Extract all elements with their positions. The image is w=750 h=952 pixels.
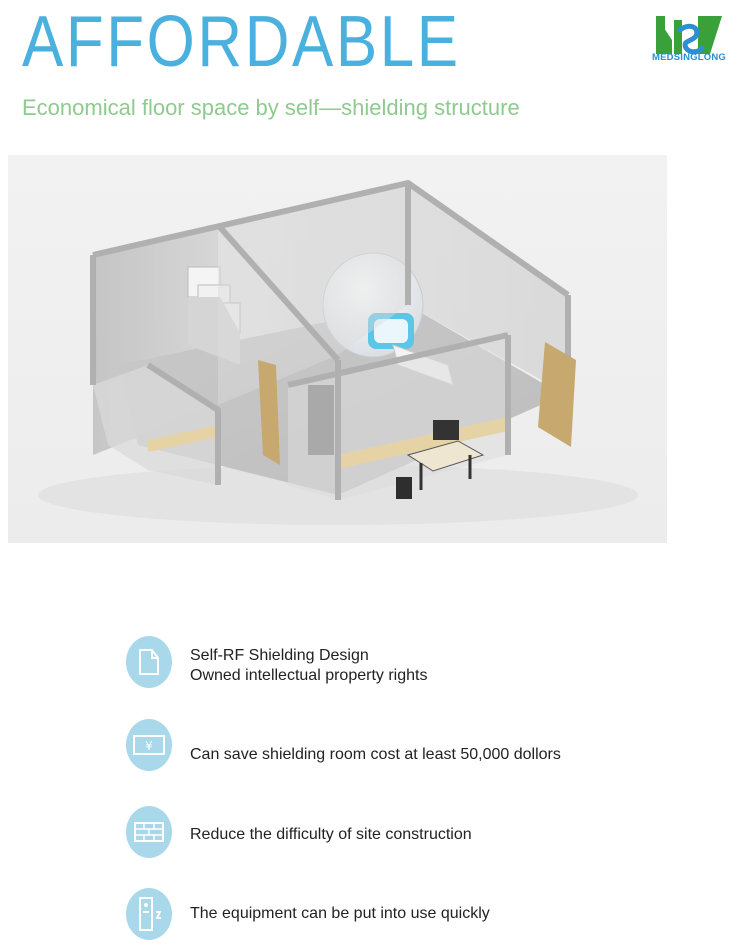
feature-icon-circle: ¥ xyxy=(126,719,172,771)
feature-item: Reduce the difficulty of site constructi… xyxy=(126,806,726,858)
page-title: AFFORDABLE xyxy=(22,2,461,82)
feature-item: Self-RF Shielding Design Owned intellect… xyxy=(126,636,726,688)
page-subtitle: Economical floor space by self—shielding… xyxy=(22,95,520,120)
power-plug-icon xyxy=(139,897,162,931)
svg-text:¥: ¥ xyxy=(145,739,153,753)
mri-room-render xyxy=(8,155,667,543)
feature-item: The equipment can be put into use quickl… xyxy=(126,888,726,940)
medsinglong-logo-icon xyxy=(656,16,722,55)
feature-icon-circle xyxy=(126,888,172,940)
feature-text-line: Self-RF Shielding Design xyxy=(190,647,369,664)
brick-wall-icon xyxy=(134,822,164,842)
feature-text-line: Can save shielding room cost at least 50… xyxy=(190,746,561,763)
yen-bill-icon: ¥ xyxy=(133,735,165,755)
feature-icon-circle xyxy=(126,806,172,858)
feature-text-line: Reduce the difficulty of site constructi… xyxy=(190,826,472,843)
feature-item: ¥ Can save shielding room cost at least … xyxy=(126,719,726,771)
shield-corner-icon xyxy=(139,649,159,675)
logo-wordmark: MEDSINGLONG xyxy=(652,52,726,63)
feature-text-line: Owned intellectual property rights xyxy=(190,667,428,684)
feature-icon-circle xyxy=(126,636,172,688)
feature-text-line: The equipment can be put into use quickl… xyxy=(190,905,490,922)
